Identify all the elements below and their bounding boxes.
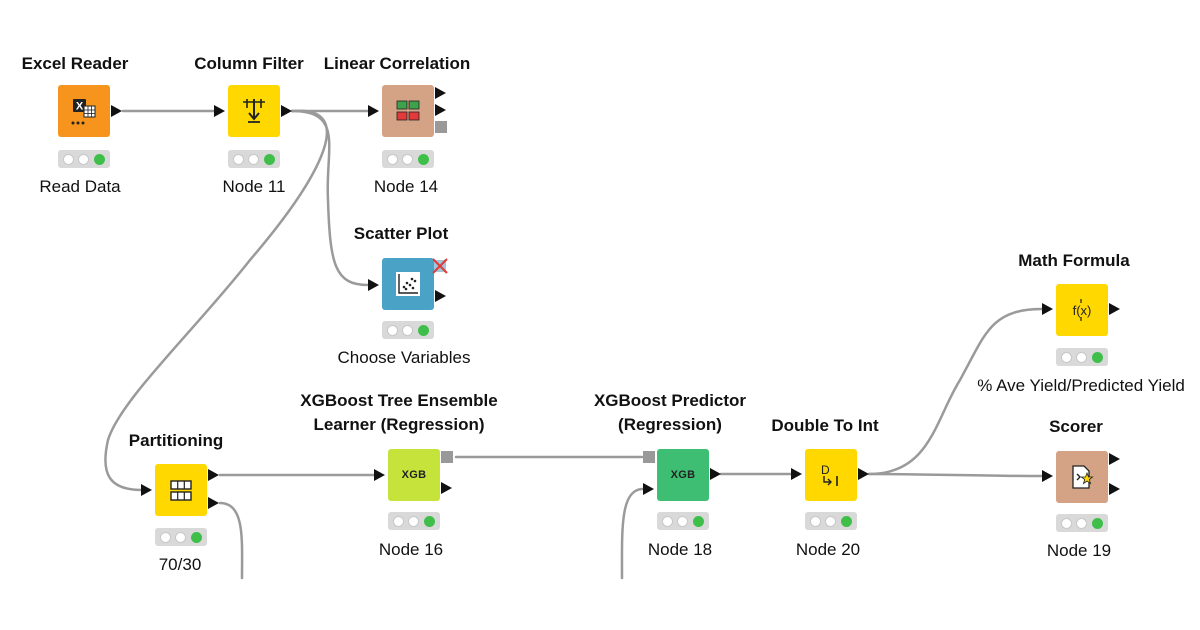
svg-text:X: X [76, 101, 84, 113]
node-label[interactable]: Read Data [39, 177, 121, 196]
node-status-indicator [1056, 348, 1108, 366]
output-port[interactable] [858, 468, 869, 480]
node-status-indicator [228, 150, 280, 168]
svg-text:D: D [821, 463, 830, 477]
math-formula-icon: f(x) [1073, 299, 1092, 321]
connection-doubletoint-to-mathformula [867, 307, 1044, 476]
scorer-icon [1072, 465, 1094, 489]
node-title: Scatter Plot [353, 224, 449, 243]
connection-doubletoint-to-scorer [867, 472, 1044, 478]
node-status-indicator [155, 528, 207, 546]
node-title: Partitioning [128, 431, 224, 450]
node-title: Math Formula [1018, 251, 1130, 270]
node-label[interactable]: Node 18 [647, 540, 713, 559]
input-port[interactable] [214, 105, 225, 117]
input-port[interactable] [368, 279, 379, 291]
output-port[interactable] [1109, 453, 1120, 465]
input-port[interactable] [1042, 303, 1053, 315]
double-to-int-icon: D [821, 463, 838, 486]
node-body[interactable]: X [58, 85, 110, 137]
output-port[interactable] [710, 468, 721, 480]
node-title: Excel Reader [21, 54, 129, 73]
node-label[interactable]: % Ave Yield/Predicted Yield [977, 376, 1185, 395]
scatter-plot-icon [396, 272, 420, 296]
output-port[interactable] [1109, 303, 1120, 315]
node-title: Scorer [1049, 417, 1103, 436]
output-port[interactable] [208, 497, 219, 509]
node-status-indicator [388, 512, 440, 530]
node-body[interactable]: f(x) [1056, 284, 1108, 336]
node-status-indicator [382, 150, 434, 168]
node-body[interactable]: XGB [657, 449, 709, 501]
output-port-model[interactable] [435, 121, 447, 133]
output-port[interactable] [111, 105, 122, 117]
node-label[interactable]: Node 20 [795, 540, 861, 559]
input-port[interactable] [374, 469, 385, 481]
node-label[interactable]: Choose Variables [337, 348, 471, 367]
xgb-learner-icon: XGB [401, 469, 427, 481]
node-label[interactable]: Node 14 [373, 177, 439, 196]
node-label[interactable]: Node 16 [378, 540, 444, 559]
output-port[interactable] [435, 290, 446, 302]
node-body[interactable] [1056, 451, 1108, 503]
node-body[interactable]: D [805, 449, 857, 501]
input-port[interactable] [791, 468, 802, 480]
node-body[interactable] [382, 85, 434, 137]
input-port-model[interactable] [643, 451, 655, 463]
output-port[interactable] [441, 482, 452, 494]
column-filter-icon [243, 99, 265, 123]
node-title: Column Filter [194, 54, 304, 73]
connection-filter-to-partitioning [104, 109, 329, 492]
node-body[interactable]: XGB [388, 449, 440, 501]
node-label[interactable]: 70/30 [158, 555, 202, 574]
node-title: Linear Correlation [323, 54, 471, 73]
node-status-indicator [382, 321, 434, 339]
connection-filter-to-scatter [290, 109, 370, 287]
node-title: XGBoost Predictor (Regression) [593, 391, 747, 434]
excel-reader-icon: X [71, 99, 96, 125]
output-port-model[interactable] [441, 451, 453, 463]
node-body[interactable] [155, 464, 207, 516]
input-port[interactable] [643, 483, 654, 495]
node-body[interactable] [382, 258, 434, 310]
node-title: Double To Int [771, 416, 879, 435]
partition-icon [170, 480, 192, 501]
node-status-indicator [657, 512, 709, 530]
input-port[interactable] [1042, 470, 1053, 482]
connection-up-to-predictor [620, 487, 645, 580]
output-port[interactable] [208, 469, 219, 481]
connection-partitioning-down [218, 501, 244, 580]
node-label[interactable]: Node 19 [1046, 541, 1112, 560]
input-port[interactable] [368, 105, 379, 117]
output-port[interactable] [435, 87, 446, 99]
output-port[interactable] [281, 105, 292, 117]
svg-text:f(x): f(x) [1073, 303, 1092, 318]
output-port[interactable] [1109, 483, 1120, 495]
node-title: XGBoost Tree Ensemble Learner (Regressio… [300, 391, 498, 434]
node-label[interactable]: Node 11 [222, 177, 286, 196]
node-body[interactable] [228, 85, 280, 137]
inactive-port-x-icon [432, 258, 448, 274]
xgb-predictor-icon: XGB [670, 469, 696, 481]
node-status-indicator [58, 150, 110, 168]
input-port[interactable] [141, 484, 152, 496]
output-port[interactable] [435, 104, 446, 116]
correlation-matrix-icon [396, 100, 420, 121]
node-status-indicator [805, 512, 857, 530]
node-status-indicator [1056, 514, 1108, 532]
